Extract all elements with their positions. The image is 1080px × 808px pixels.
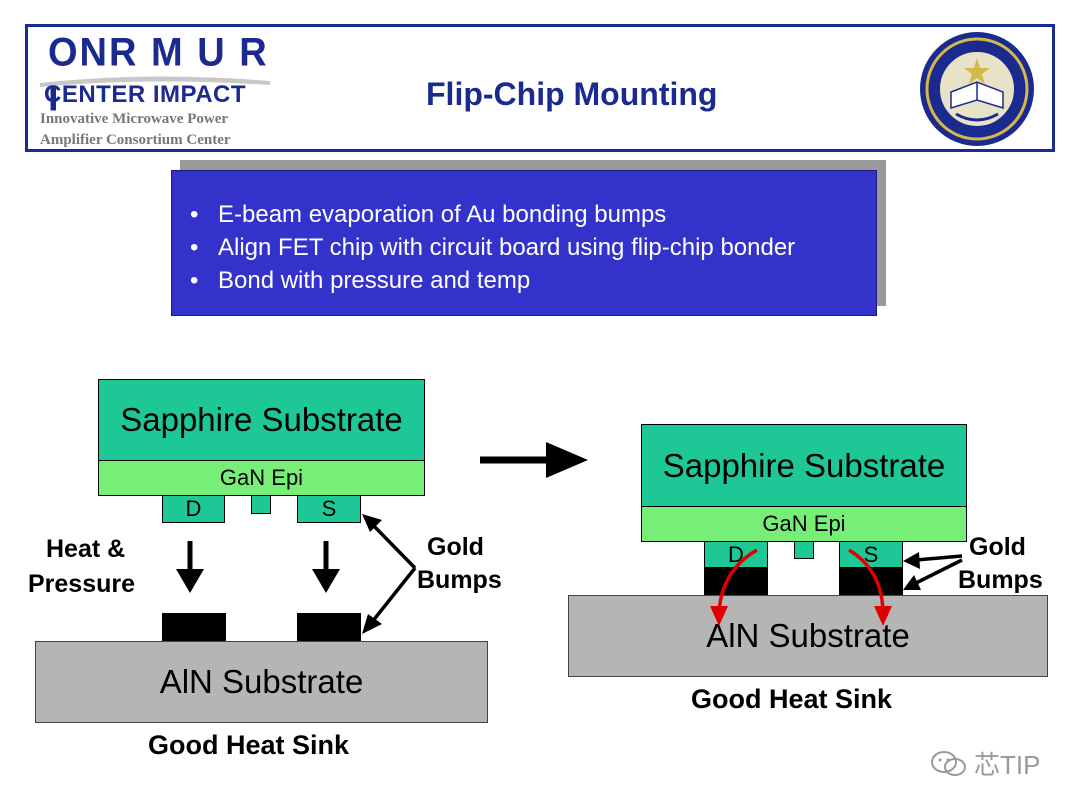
right-aln-substrate: AlN Substrate xyxy=(568,595,1048,677)
bullet-item: •Bond with pressure and temp xyxy=(190,267,531,294)
down-arrow-icon xyxy=(312,541,340,593)
heat-pressure-label-line2: Pressure xyxy=(28,570,136,598)
logo-subtitle-line1: Innovative Microwave Power xyxy=(40,111,229,127)
bullet-text: Align FET chip with circuit board using … xyxy=(218,234,796,261)
bullet-text: Bond with pressure and temp xyxy=(218,267,531,294)
right-sapphire-substrate: Sapphire Substrate xyxy=(641,424,967,507)
left-gold-bumps-pointer-icon xyxy=(362,514,417,634)
watermark-text: 芯TIP xyxy=(974,750,1041,780)
bullet-item: •Align FET chip with circuit board using… xyxy=(190,234,796,261)
bullet-item: •E-beam evaporation of Au bonding bumps xyxy=(190,201,667,228)
left-gold-bump-s xyxy=(297,613,361,641)
onr-muri-logo: ONR M U R I CENTER IMPACT Innovative Mic… xyxy=(40,30,280,148)
left-gold-bumps-label-line2: Bumps xyxy=(417,566,502,594)
header-banner: ONR M U R I CENTER IMPACT Innovative Mic… xyxy=(25,24,1055,152)
left-gate-pad xyxy=(251,495,271,514)
right-gate-pad xyxy=(794,541,814,559)
watermark: 芯TIP xyxy=(930,745,1040,782)
right-gold-bumps-label-line2: Bumps xyxy=(958,566,1043,594)
university-seal-icon xyxy=(920,32,1034,146)
bullet-text: E-beam evaporation of Au bonding bumps xyxy=(218,201,667,228)
left-sapphire-substrate: Sapphire Substrate xyxy=(98,379,425,461)
right-gold-bump-d xyxy=(704,567,768,596)
right-gold-bumps-pointer-icon xyxy=(903,552,963,590)
bullet-box: •E-beam evaporation of Au bonding bumps … xyxy=(171,170,877,316)
left-gan-epi-layer: GaN Epi xyxy=(98,460,425,496)
heat-flow-arrow-icon xyxy=(710,548,758,626)
page-title: Flip-Chip Mounting xyxy=(426,76,718,112)
bullet-list: •E-beam evaporation of Au bonding bumps … xyxy=(190,198,795,297)
logo-onr-muri-text: ONR M U R I xyxy=(48,30,269,121)
left-caption: Good Heat Sink xyxy=(148,730,350,760)
left-gold-bump-d xyxy=(162,613,226,641)
right-gold-bumps-label-line1: Gold xyxy=(969,533,1026,561)
left-gold-bumps-label-line1: Gold xyxy=(427,533,484,561)
left-aln-substrate: AlN Substrate xyxy=(35,641,488,723)
wechat-icon xyxy=(931,750,966,776)
heat-flow-arrow-icon xyxy=(848,548,892,626)
transition-arrow-icon xyxy=(480,442,588,478)
right-caption: Good Heat Sink xyxy=(691,684,893,714)
down-arrow-icon xyxy=(176,541,204,593)
left-drain-pad: D xyxy=(162,495,225,523)
left-source-pad: S xyxy=(297,495,361,523)
logo-subtitle-line2: Amplifier Consortium Center xyxy=(40,132,231,148)
heat-pressure-label-line1: Heat & xyxy=(46,535,126,563)
logo-center-impact-text: CENTER IMPACT xyxy=(44,81,247,108)
logo-swoosh-icon xyxy=(40,76,270,87)
